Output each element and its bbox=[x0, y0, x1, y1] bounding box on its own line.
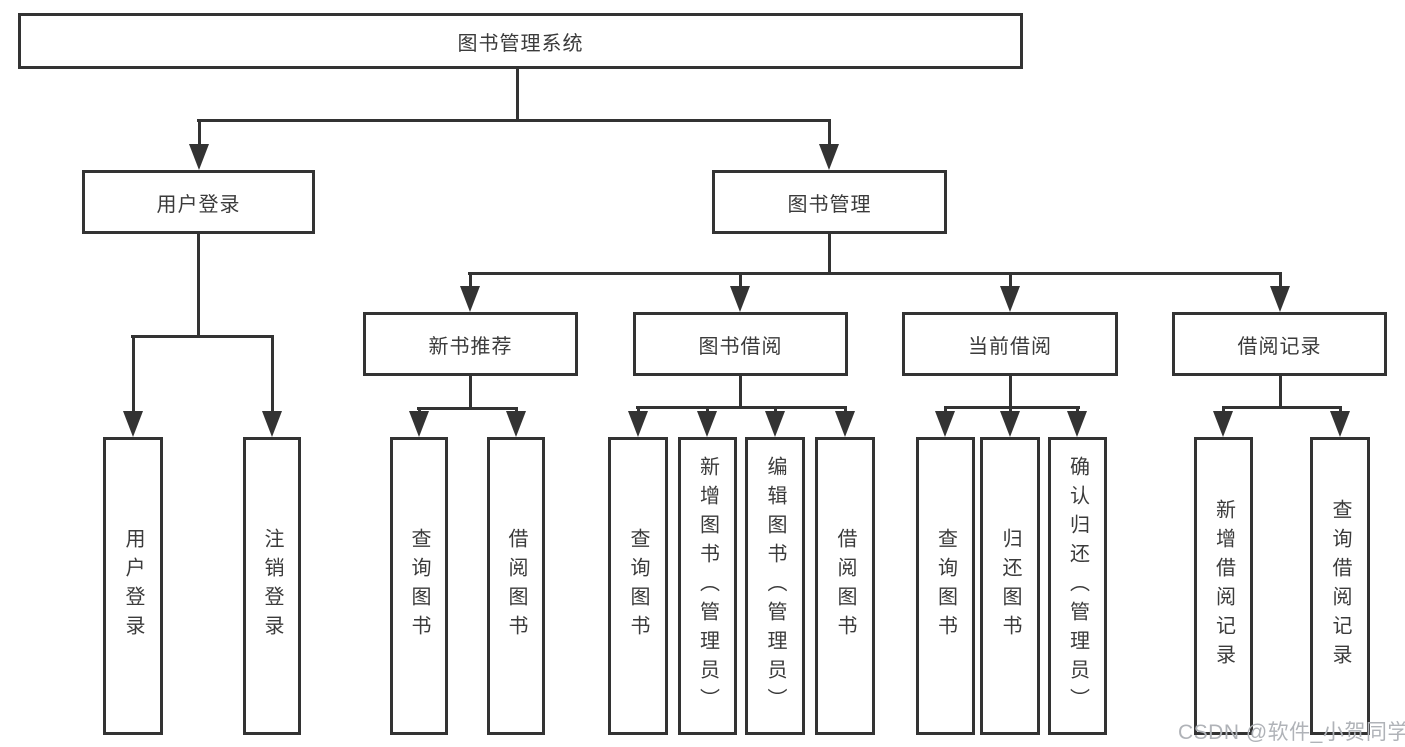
leaf-logout: 注销登录 bbox=[243, 437, 301, 735]
leaf-cu-confirm-return-admin: 确认归还（管理员） bbox=[1048, 437, 1107, 735]
leaf-cu-query-books-label: 查询图书 bbox=[934, 528, 957, 644]
leaf-nb-borrow-books: 借阅图书 bbox=[487, 437, 545, 735]
node-borrowing-label: 图书借阅 bbox=[698, 335, 783, 358]
leaf-bw-edit-books-admin-label: 编辑图书（管理员） bbox=[764, 455, 786, 717]
node-new-books-label: 新书推荐 bbox=[428, 335, 513, 358]
connector-drop-user-login bbox=[198, 119, 201, 148]
csdn-watermark: CSDN @软件_小贺同学 bbox=[1178, 721, 1405, 744]
connector-drop-bw-add bbox=[706, 406, 709, 415]
arrow-to-re-add bbox=[1213, 411, 1233, 437]
leaf-bw-add-books-admin: 新增图书（管理员） bbox=[678, 437, 737, 735]
node-records-label: 借阅记录 bbox=[1237, 335, 1322, 358]
arrow-to-cu-confirm bbox=[1067, 411, 1087, 437]
leaf-nb-query-books-label: 查询图书 bbox=[408, 528, 430, 644]
arrow-to-nb-borrow bbox=[506, 411, 526, 437]
leaf-re-add-record-label: 新增借阅记录 bbox=[1212, 499, 1235, 673]
arrow-to-logout-leaf bbox=[262, 411, 282, 437]
leaf-cu-query-books: 查询图书 bbox=[916, 437, 975, 735]
connector-new-books-stem bbox=[469, 376, 472, 409]
leaf-bw-add-books-admin-label: 新增图书（管理员） bbox=[696, 455, 719, 717]
leaf-bw-query-books-label: 查询图书 bbox=[627, 528, 649, 644]
leaf-bw-borrow-books: 借阅图书 bbox=[815, 437, 875, 735]
connector-new-books-branch bbox=[417, 407, 518, 410]
arrow-to-bw-query bbox=[628, 411, 648, 437]
connector-drop-cu-return bbox=[1009, 406, 1012, 415]
connector-records-stem bbox=[1279, 376, 1282, 408]
node-records: 借阅记录 bbox=[1172, 312, 1387, 376]
node-book-mgmt: 图书管理 bbox=[712, 170, 947, 234]
connector-drop-cu-query bbox=[944, 406, 947, 415]
leaf-re-query-record: 查询借阅记录 bbox=[1310, 437, 1370, 735]
leaf-logout-label: 注销登录 bbox=[261, 528, 283, 644]
node-root-library-system: 图书管理系统 bbox=[18, 13, 1023, 69]
leaf-nb-query-books: 查询图书 bbox=[390, 437, 448, 735]
connector-current-stem bbox=[1009, 376, 1012, 408]
connector-drop-records bbox=[1279, 272, 1282, 290]
leaf-bw-query-books: 查询图书 bbox=[608, 437, 668, 735]
leaf-cu-return-books-label: 归还图书 bbox=[999, 528, 1021, 644]
connector-drop-bw-query bbox=[637, 406, 640, 415]
node-book-mgmt-label: 图书管理 bbox=[787, 193, 872, 216]
connector-level2-branch bbox=[197, 119, 831, 122]
node-user-login: 用户登录 bbox=[82, 170, 315, 234]
connector-drop-re-add bbox=[1222, 406, 1225, 415]
connector-drop-logout-leaf bbox=[271, 335, 274, 415]
connector-root-stem bbox=[516, 69, 519, 121]
connector-user-login-stem bbox=[197, 234, 200, 337]
arrow-to-cu-return bbox=[1000, 411, 1020, 437]
arrow-to-bw-add bbox=[697, 411, 717, 437]
leaf-re-query-record-label: 查询借阅记录 bbox=[1329, 499, 1351, 673]
connector-drop-book-mgmt bbox=[828, 119, 831, 148]
connector-drop-bw-borrow bbox=[844, 406, 847, 415]
leaf-bw-borrow-books-label: 借阅图书 bbox=[834, 528, 856, 644]
leaf-user-login-label: 用户登录 bbox=[122, 528, 144, 644]
connector-level3-branch bbox=[468, 272, 1282, 275]
connector-drop-login-leaf bbox=[132, 335, 135, 415]
connector-drop-current bbox=[1009, 272, 1012, 290]
arrow-to-bw-edit bbox=[765, 411, 785, 437]
leaf-nb-borrow-books-label: 借阅图书 bbox=[505, 528, 527, 644]
arrow-to-borrowing bbox=[730, 286, 750, 312]
arrow-to-cu-query bbox=[935, 411, 955, 437]
node-current-label: 当前借阅 bbox=[968, 335, 1052, 358]
arrow-to-login-leaf bbox=[123, 411, 143, 437]
arrow-to-re-query bbox=[1330, 411, 1350, 437]
leaf-cu-return-books: 归还图书 bbox=[980, 437, 1040, 735]
leaf-bw-edit-books-admin: 编辑图书（管理员） bbox=[745, 437, 805, 735]
connector-book-mgmt-stem bbox=[828, 234, 831, 274]
leaf-cu-confirm-return-admin-label: 确认归还（管理员） bbox=[1066, 455, 1089, 717]
node-user-login-label: 用户登录 bbox=[156, 193, 241, 216]
arrow-to-records bbox=[1270, 286, 1290, 312]
node-borrowing: 图书借阅 bbox=[633, 312, 848, 376]
connector-drop-bw-edit bbox=[774, 406, 777, 415]
node-root-label: 图书管理系统 bbox=[457, 32, 584, 55]
connector-drop-re-query bbox=[1339, 406, 1342, 415]
arrow-to-nb-query bbox=[409, 411, 429, 437]
connector-borrowing-stem bbox=[739, 376, 742, 408]
node-new-books: 新书推荐 bbox=[363, 312, 578, 376]
leaf-user-login: 用户登录 bbox=[103, 437, 163, 735]
connector-drop-cu-confirm bbox=[1076, 406, 1079, 415]
connector-current-branch bbox=[944, 406, 1080, 409]
leaf-re-add-record: 新增借阅记录 bbox=[1194, 437, 1253, 735]
connector-user-login-branch bbox=[131, 335, 274, 338]
connector-borrowing-branch bbox=[636, 406, 847, 409]
arrow-to-current bbox=[1000, 286, 1020, 312]
connector-records-branch bbox=[1222, 406, 1342, 409]
arrow-to-book-mgmt bbox=[819, 144, 839, 170]
arrow-to-bw-borrow bbox=[835, 411, 855, 437]
arrow-to-new-books bbox=[460, 286, 480, 312]
connector-drop-borrowing bbox=[739, 272, 742, 290]
arrow-to-user-login bbox=[189, 144, 209, 170]
connector-drop-new-books bbox=[469, 272, 472, 290]
node-current: 当前借阅 bbox=[902, 312, 1118, 376]
